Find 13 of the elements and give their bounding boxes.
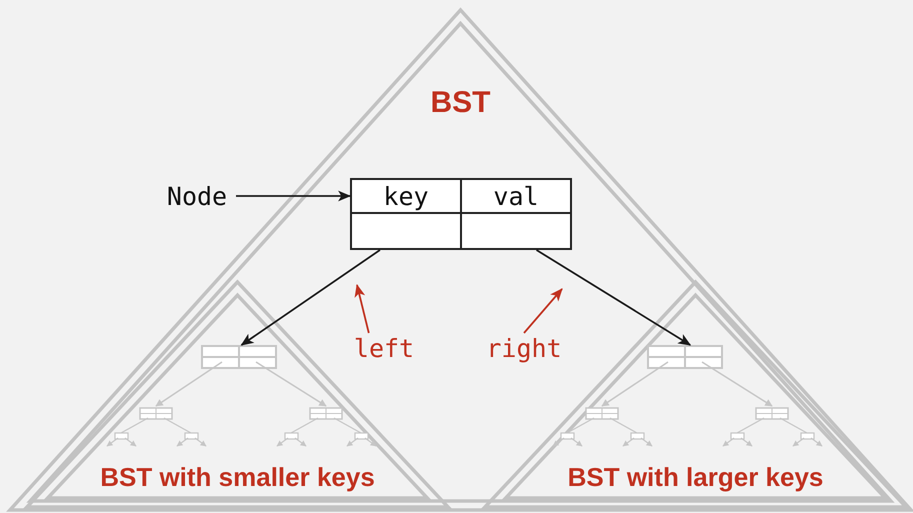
- pointer-label: Node: [166, 182, 228, 210]
- pointer-label: left: [354, 334, 414, 362]
- triangle-title: BST: [430, 86, 490, 120]
- leader-arrow: [523, 288, 563, 334]
- leader-arrow: [354, 284, 370, 334]
- pointer-label: right: [486, 334, 562, 362]
- triangle-title: BST with smaller keys: [100, 462, 375, 493]
- record-field: val: [462, 180, 570, 214]
- arrow: [240, 249, 380, 346]
- triangle-title: BST with larger keys: [568, 462, 824, 493]
- arrow: [236, 190, 352, 202]
- record-field: key: [352, 180, 462, 214]
- arrow: [536, 249, 692, 346]
